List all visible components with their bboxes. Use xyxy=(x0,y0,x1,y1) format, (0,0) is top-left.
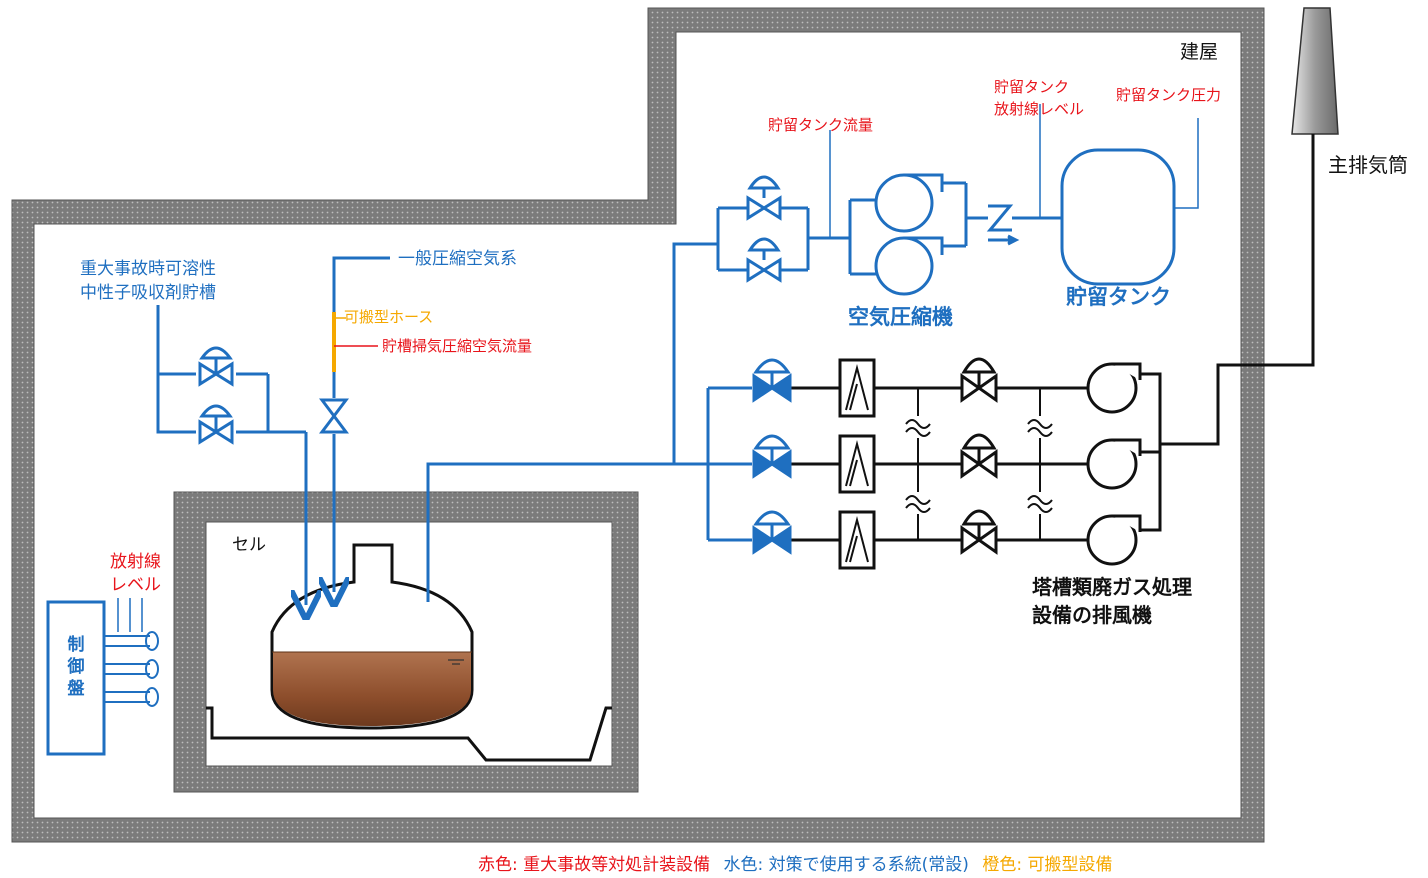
filters xyxy=(838,358,876,570)
absorber-label-1: 重大事故時可溶性 xyxy=(80,259,216,279)
tank-rad-label-1: 貯留タンク xyxy=(994,78,1069,96)
absorber-label-2: 中性子吸収剤貯槽 xyxy=(80,283,216,303)
legend: 赤色: 重大事故等対処計装設備 水色: 対策で使用する系統(常設) 橙色: 可搬… xyxy=(478,850,1113,875)
offgas-line xyxy=(426,242,752,602)
building-wall xyxy=(11,7,1265,843)
tank-rad-label-2: 放射線レベル xyxy=(994,100,1084,118)
compressors xyxy=(848,173,988,296)
exhaust-blowers xyxy=(1086,362,1142,566)
compressor-valves xyxy=(716,175,850,283)
portable-hose-label: 可搬型ホース xyxy=(344,308,433,326)
legend-red: 赤色: 重大事故等対処計装設備 xyxy=(478,855,711,875)
control-panel xyxy=(46,598,159,756)
building-label: 建屋 xyxy=(1180,41,1218,63)
cell-wall xyxy=(173,491,639,793)
general-air-line xyxy=(319,256,390,592)
storage-tank-shape xyxy=(1060,118,1199,286)
cell-floor xyxy=(206,706,612,762)
panel-label-char: 制 xyxy=(68,634,85,655)
general-air-label: 一般圧縮空気系 xyxy=(398,249,517,269)
sweep-air-flow-label: 貯槽掃気圧縮空気流量 xyxy=(382,337,532,355)
blower-label-1: 塔槽類廃ガス処理 xyxy=(1032,575,1192,599)
check-valve xyxy=(986,104,1062,246)
storage-tank-label: 貯留タンク xyxy=(1066,285,1171,309)
absorber-valves xyxy=(156,305,306,605)
tank-pressure-label: 貯留タンク圧力 xyxy=(1116,86,1221,104)
panel-label: 制御盤 xyxy=(67,634,86,699)
legend-blue: 水色: 対策で使用する系統(常設) xyxy=(723,855,969,875)
train-inlet-valves xyxy=(752,358,792,555)
train-outlet-valves xyxy=(960,357,998,555)
cell-label: セル xyxy=(232,535,266,555)
panel-label-char: 御 xyxy=(67,656,85,677)
legend-orange: 橙色: 可搬型設備 xyxy=(982,855,1113,875)
tank-flow-label: 貯留タンク流量 xyxy=(768,116,873,134)
rad-level-label-1: 放射線 xyxy=(110,552,161,572)
panel-label-char: 盤 xyxy=(68,678,86,699)
blower-label-2: 設備の排風機 xyxy=(1032,603,1152,627)
stack-label: 主排気筒 xyxy=(1328,153,1408,177)
process-tank xyxy=(270,543,474,730)
pipe-breaks xyxy=(905,416,1053,514)
compressor-label: 空気圧縮機 xyxy=(848,305,953,329)
main-stack xyxy=(1160,7,1339,446)
rad-level-label-2: レベル xyxy=(110,575,161,595)
